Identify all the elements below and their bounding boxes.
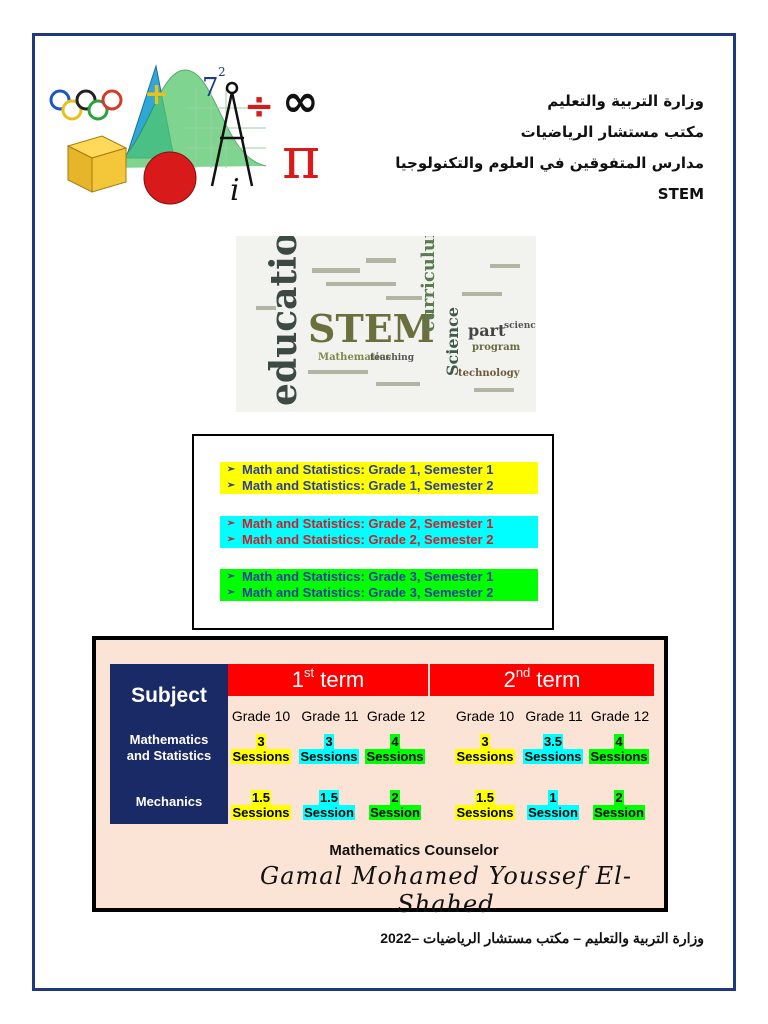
compass-icon: [210, 81, 254, 187]
topic-item: ➢Math and Statistics: Grade 2, Semester …: [220, 532, 538, 548]
subject-header: Subject: [131, 684, 207, 707]
cloud-word: curriculum: [418, 236, 439, 332]
arrow-bullet-icon: ➢: [226, 587, 236, 598]
topic-item: ➢Math and Statistics: Grade 1, Semester …: [220, 462, 538, 478]
topic-item: ➢Math and Statistics: Grade 3, Semester …: [220, 585, 538, 601]
cloud-word: technology: [458, 368, 521, 379]
grade-header: Grade 11: [525, 708, 583, 724]
grade-header: Grade 10: [455, 708, 515, 724]
cloud-word: education: [263, 236, 305, 406]
operator-circles: [49, 89, 123, 121]
pi-glyph: π: [282, 124, 320, 192]
term-2-header: 2nd term: [430, 664, 654, 696]
cloud-filler-words: [256, 258, 520, 392]
bell-curve: [105, 69, 267, 169]
topic-item: ➢Math and Statistics: Grade 1, Semester …: [220, 478, 538, 494]
topic-item: ➢Math and Statistics: Grade 3, Semester …: [220, 569, 538, 585]
grade-header: Grade 10: [231, 708, 291, 724]
topic-item: ➢Math and Statistics: Grade 2, Semester …: [220, 516, 538, 532]
grade-header: Grade 12: [590, 708, 650, 724]
subject-column: Subject Mathematics and Statistics Mecha…: [110, 664, 228, 824]
arrow-bullet-icon: ➢: [226, 518, 236, 529]
infinity-glyph: ∞: [282, 76, 319, 127]
counselor-signature: Gamal Mohamed Youssef El-Shahed: [260, 862, 632, 918]
grade-3-group: ➢Math and Statistics: Grade 3, Semester …: [220, 569, 538, 601]
row-label-mechanics: Mechanics: [135, 794, 203, 809]
ministry-header: وزارة التربية والتعليم مكتب مستشار الريا…: [384, 86, 704, 210]
cloud-word: part: [468, 321, 506, 340]
math-logo: 7 2 ÷ ∞ π i +: [49, 64, 320, 208]
arrow-bullet-icon: ➢: [226, 571, 236, 582]
graph-grid: [186, 88, 266, 168]
counselor-title: Mathematics Counselor: [329, 842, 499, 859]
term-1-header: 1st term: [228, 664, 428, 696]
cloud-word: teaching: [370, 353, 415, 363]
grade-2-group: ➢Math and Statistics: Grade 2, Semester …: [220, 516, 538, 548]
page-border: [32, 33, 736, 991]
topics-box: ➢Math and Statistics: Grade 1, Semester …: [192, 434, 554, 630]
stem-word-cloud-image: education STEM curriculum Science part s…: [236, 236, 536, 412]
i-glyph: i: [230, 173, 240, 208]
divide-glyph: ÷: [244, 86, 274, 127]
cloud-word: Science: [443, 307, 462, 376]
sphere-shape: [143, 151, 197, 205]
cloud-word: Mathematics: [318, 352, 391, 363]
ministry-name: وزارة التربية والتعليم: [547, 92, 704, 110]
grade-header: Grade 12: [366, 708, 426, 724]
cloud-word: science: [504, 321, 536, 331]
arrow-bullet-icon: ➢: [226, 534, 236, 545]
schedule-panel: Subject Mathematics and Statistics Mecha…: [92, 636, 668, 918]
grade-1-group: ➢Math and Statistics: Grade 1, Semester …: [220, 462, 538, 494]
grade-header: Grade 11: [301, 708, 359, 724]
row-label-math: Mathematics and Statistics: [126, 732, 212, 763]
seven-squared-glyph: 7: [202, 73, 219, 103]
arrow-bullet-icon: ➢: [226, 480, 236, 491]
schools-name: مدارس المتفوقين في العلوم والتكنولوجيا S…: [395, 154, 704, 203]
cloud-word: STEM: [308, 306, 435, 351]
plus-glyph: +: [144, 77, 169, 112]
cube-shape: [66, 135, 128, 193]
arrow-bullet-icon: ➢: [226, 464, 236, 475]
office-name: مكتب مستشار الرياضيات: [520, 123, 704, 141]
footer-text: وزارة التربية والتعليم – مكتب مستشار الر…: [380, 930, 704, 946]
exponent-glyph: 2: [218, 65, 226, 79]
cloud-word: program: [472, 342, 521, 353]
